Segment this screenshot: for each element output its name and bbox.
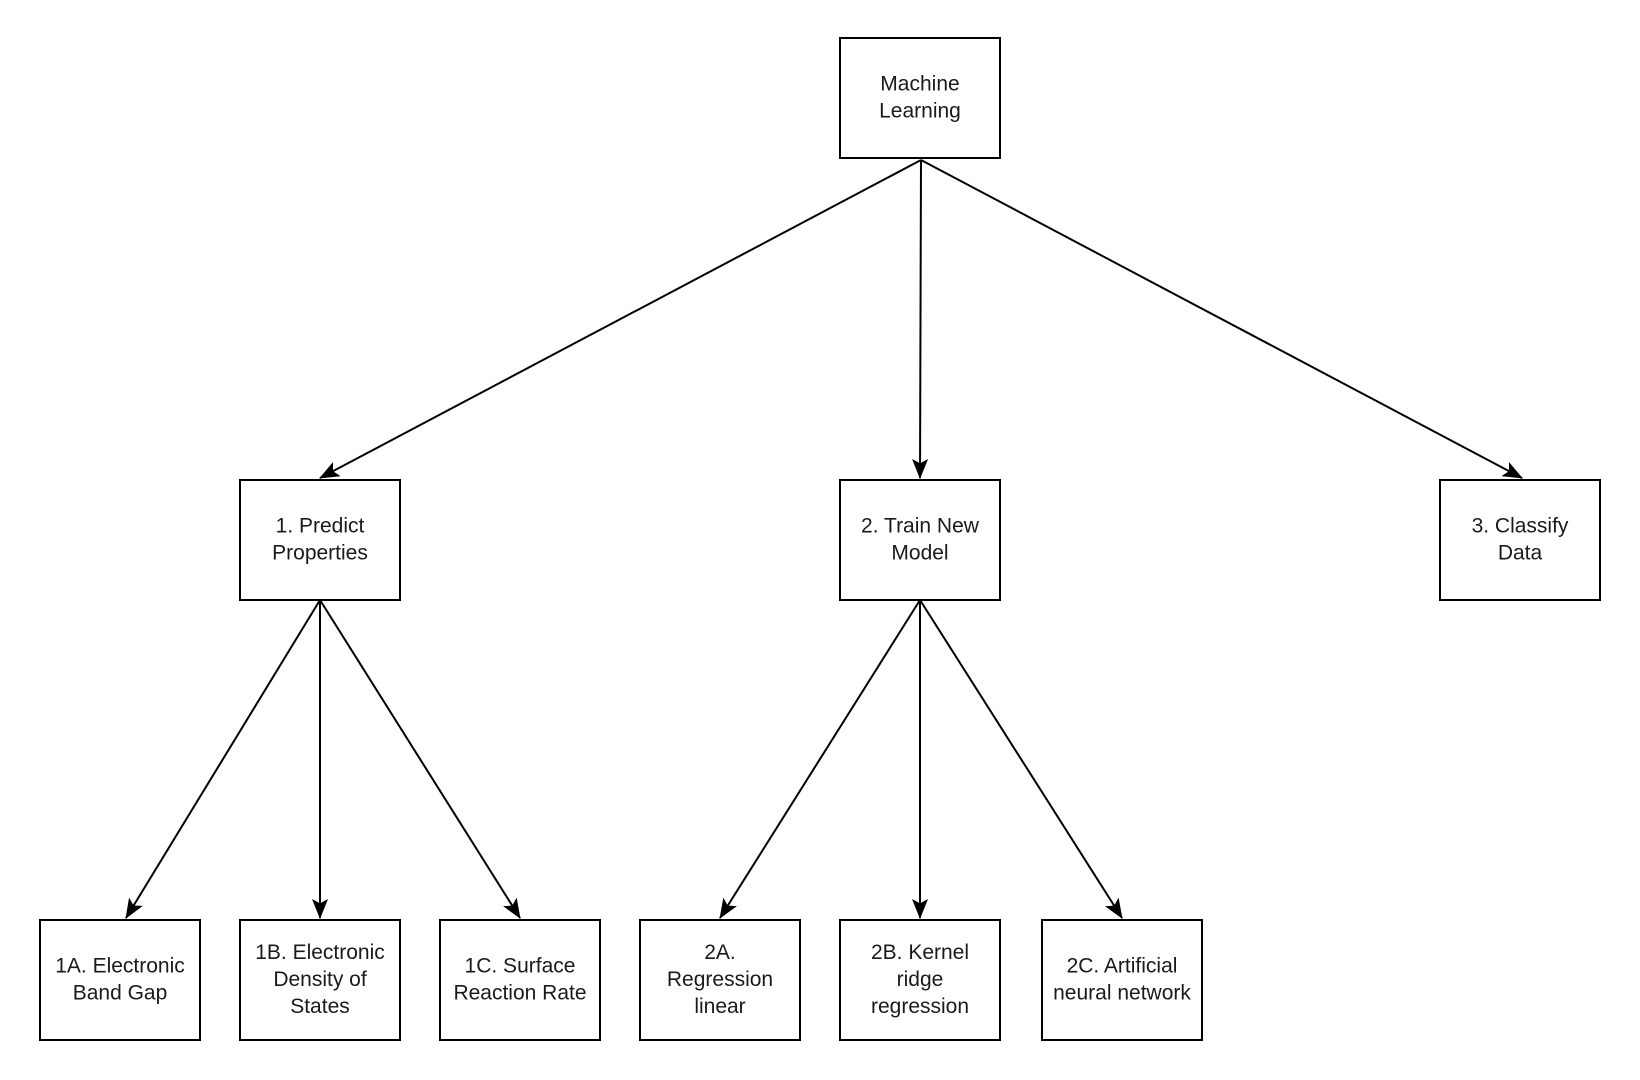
node-box-n1a[interactable] [39, 919, 201, 1041]
edge-root-to-n3 [920, 159, 1523, 479]
edge-n2-to-n2a [719, 599, 921, 919]
edge-root-to-n2 [912, 159, 929, 479]
node-box-n2a[interactable] [639, 919, 801, 1041]
node-box-n2b[interactable] [839, 919, 1001, 1041]
node-box-n1b[interactable] [239, 919, 401, 1041]
edges-layer [125, 159, 1523, 919]
edge-n1-to-n1a [125, 599, 321, 919]
node-box-n3[interactable] [1439, 479, 1601, 601]
node-box-n1[interactable] [239, 479, 401, 601]
node-box-root[interactable] [839, 37, 1001, 159]
node-box-n2c[interactable] [1041, 919, 1203, 1041]
node-box-n2[interactable] [839, 479, 1001, 601]
edge-root-to-n1 [319, 159, 922, 479]
node-box-n1c[interactable] [439, 919, 601, 1041]
edge-n1-to-n1c [319, 599, 521, 919]
edge-n2-to-n2c [919, 599, 1123, 919]
